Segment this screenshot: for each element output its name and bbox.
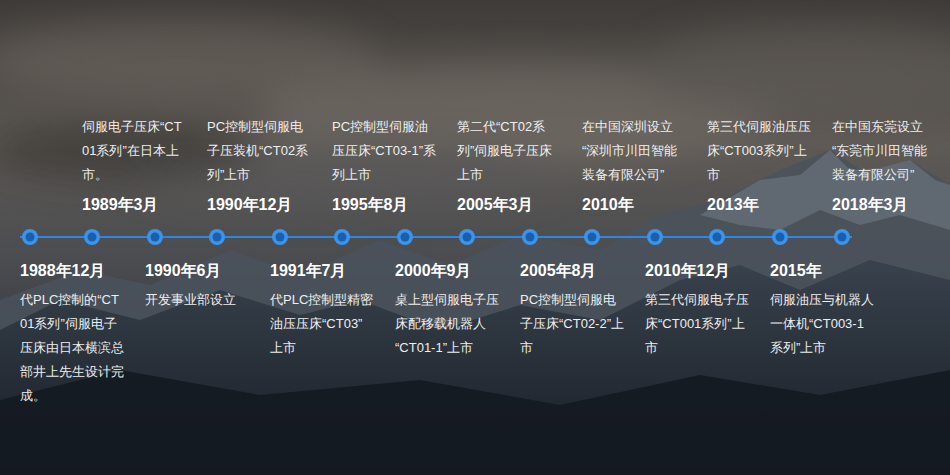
event-date: 1988年12月 [20, 260, 105, 282]
timeline-dot-core [338, 233, 347, 242]
event-description: 在中国深圳设立“深圳市川田智能装备有限公司” [582, 115, 686, 187]
timeline-dot-core [401, 233, 410, 242]
timeline-dots [22, 229, 850, 245]
timeline-dot [84, 229, 100, 245]
timeline-dot [834, 229, 850, 245]
timeline-dot [397, 229, 413, 245]
event-date: 2015年 [770, 260, 822, 282]
event-description: 第三代伺服油压压床“CT003系列”上市 [707, 115, 811, 187]
event-description: 桌上型伺服电子压床配移载机器人“CT01-1”上市 [395, 288, 499, 360]
event-date: 2010年12月 [645, 260, 730, 282]
near-mountains [0, 260, 950, 475]
event-description: 伺服油压与机器人一体机“CT003-1系列”上市 [770, 288, 874, 360]
event-date: 1991年7月 [270, 260, 347, 282]
event-description: 代PLC控制的“CT01系列”伺服电子压床由日本横滨总部井上先生设计完成。 [20, 288, 124, 408]
timeline-dot-core [88, 233, 97, 242]
timeline-dot [147, 229, 163, 245]
event-date: 2005年8月 [520, 260, 597, 282]
timeline-dot-core [651, 233, 660, 242]
event-description: PC控制型伺服油压压床“CT03-1”系列上市 [332, 115, 436, 187]
event-description: 代PLC控制型精密油压压床“CT03”上市 [270, 288, 374, 360]
event-date: 1990年12月 [207, 194, 292, 216]
timeline-dot-core [526, 233, 535, 242]
snow-ridges [700, 150, 950, 230]
event-description: 在中国东莞设立“东莞市川田智能装备有限公司” [832, 115, 936, 187]
timeline-dot-core [213, 233, 222, 242]
timeline-dot [709, 229, 725, 245]
timeline-dot [522, 229, 538, 245]
event-date: 2000年9月 [395, 260, 472, 282]
timeline-dot-core [588, 233, 597, 242]
event-description: 伺服电子压床“CT01系列”在日本上市。 [82, 115, 186, 187]
timeline-dot-core [713, 233, 722, 242]
timeline-dot [772, 229, 788, 245]
timeline-dot-core [26, 233, 35, 242]
timeline-dot-core [776, 233, 785, 242]
timeline-dot-core [463, 233, 472, 242]
event-description: PC控制型伺服电子压装机“CT02系列”上市 [207, 115, 311, 187]
timeline-dot-core [838, 233, 847, 242]
foreground-slope [0, 370, 950, 475]
event-description: PC控制型伺服电子压床“CT02-2”上市 [520, 288, 624, 360]
event-date: 2005年3月 [457, 194, 534, 216]
event-description: 第二代“CT02系列”伺服电子压床上市 [457, 115, 561, 187]
event-date: 1995年8月 [332, 194, 409, 216]
event-date: 2013年 [707, 194, 759, 216]
timeline-dot [209, 229, 225, 245]
event-date: 2010年 [582, 194, 634, 216]
timeline-axis [20, 236, 852, 238]
timeline-dot [459, 229, 475, 245]
timeline-dot [584, 229, 600, 245]
timeline-dot [647, 229, 663, 245]
event-description: 开发事业部设立 [145, 288, 249, 312]
timeline-dot [22, 229, 38, 245]
timeline-dot-core [276, 233, 285, 242]
event-date: 1990年6月 [145, 260, 222, 282]
far-mountains [0, 150, 950, 475]
event-date: 1989年3月 [82, 194, 159, 216]
timeline-dot-core [151, 233, 160, 242]
timeline-dot [334, 229, 350, 245]
timeline-dot [272, 229, 288, 245]
event-description: 第三代伺服电子压床“CT001系列”上市 [645, 288, 749, 360]
event-date: 2018年3月 [832, 194, 909, 216]
